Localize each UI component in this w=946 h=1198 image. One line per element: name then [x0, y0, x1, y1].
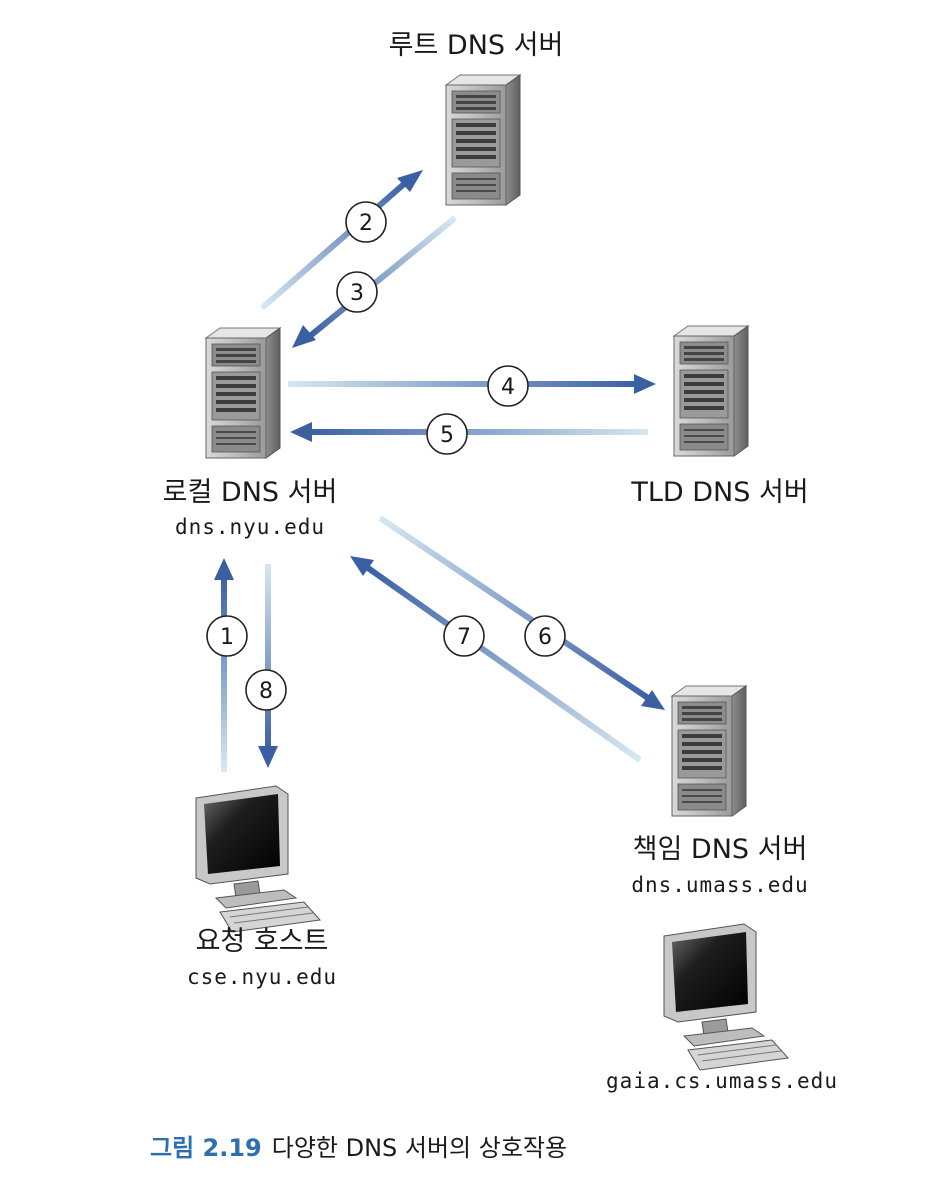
tld-dns-server-icon [673, 325, 749, 457]
figure-caption-text: 다양한 DNS 서버의 상호작용 [271, 1134, 568, 1162]
arrow-step-8 [258, 564, 278, 768]
tld-dns-server-label: TLD DNS 서버 [630, 477, 808, 508]
local-dns-server-label: 로컬 DNS 서버 [163, 477, 338, 508]
target-host-name: gaia.cs.umass.edu [606, 1069, 838, 1093]
authoritative-dns-server-label: 책임 DNS 서버 [633, 834, 808, 865]
step-badge-4: 4 [487, 365, 529, 407]
requesting-host-label: 요청 호스트 [196, 926, 329, 957]
step-number: 4 [501, 375, 515, 400]
figure-caption: 그림 2.19 다양한 DNS 서버의 상호작용 [150, 1128, 567, 1163]
local-dns-server-icon [205, 327, 281, 459]
step-number: 1 [220, 625, 234, 650]
step-number: 2 [359, 211, 373, 236]
step-badge-1: 1 [206, 615, 248, 657]
figure-number: 그림 2.19 [150, 1134, 262, 1162]
local-dns-server-host: dns.nyu.edu [175, 515, 325, 539]
requesting-host-name: cse.nyu.edu [187, 965, 337, 989]
arrow-step-6 [378, 515, 665, 710]
target-host-computer-icon [663, 923, 789, 1071]
root-dns-server-icon [445, 74, 521, 206]
step-badge-6: 6 [524, 615, 566, 657]
step-badge-5: 5 [426, 413, 468, 455]
step-number: 8 [259, 679, 273, 704]
root-dns-server-label: 루트 DNS 서버 [389, 30, 564, 61]
step-number: 7 [457, 625, 471, 650]
step-badge-3: 3 [336, 271, 378, 313]
step-number: 6 [538, 625, 552, 650]
arrow-step-1 [214, 558, 234, 772]
step-badge-7: 7 [443, 615, 485, 657]
arrow-step-4 [288, 374, 656, 394]
authoritative-dns-server-host: dns.umass.edu [631, 873, 808, 897]
step-badge-8: 8 [245, 669, 287, 711]
step-badge-2: 2 [345, 201, 387, 243]
step-number: 3 [350, 281, 364, 306]
step-number: 5 [440, 423, 454, 448]
requesting-host-computer-icon [195, 785, 321, 933]
arrow-step-7 [350, 556, 642, 763]
arrow-step-3 [292, 215, 457, 348]
arrow-step-2 [260, 170, 423, 311]
authoritative-dns-server-icon [671, 685, 747, 817]
arrow-step-5 [290, 422, 648, 442]
